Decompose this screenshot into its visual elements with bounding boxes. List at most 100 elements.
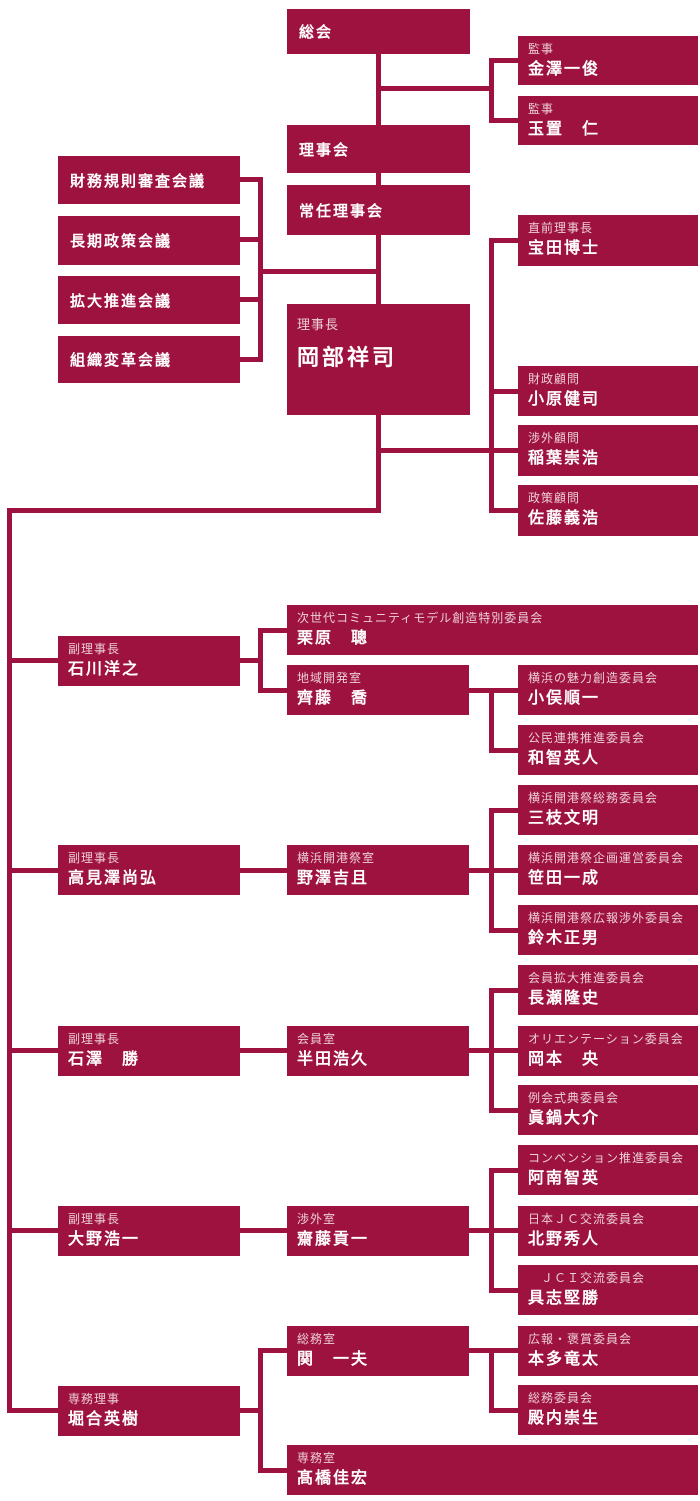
- connector-line: [258, 628, 263, 693]
- org-box-fiscal-advisor: 財政顧問 小原健司: [518, 366, 698, 416]
- committee-label: 総務委員会: [528, 1391, 594, 1405]
- role-label: 政策顧問: [528, 491, 581, 505]
- org-box-vp-4: 副理事長 大野浩一: [58, 1206, 240, 1256]
- committee-label: 横浜開港祭広報渉外委員会: [528, 911, 685, 925]
- org-box-convention-committee: コンベンション推進委員会 阿南智英: [518, 1145, 698, 1195]
- org-box-pr-award-committee: 広報・褒賞委員会 本多竜太: [518, 1326, 698, 1376]
- org-box-public-private-committee: 公民連携推進委員会 和智英人: [518, 725, 698, 775]
- org-box-executive-office: 専務室 髙橋佳宏: [287, 1445, 698, 1495]
- person-name: 関 一夫: [297, 1351, 370, 1368]
- connector-line: [240, 658, 263, 663]
- org-name: 長期政策会議: [70, 233, 173, 250]
- person-name: 堀合英樹: [68, 1411, 141, 1428]
- committee-label: 横浜の魅力創造委員会: [528, 671, 659, 685]
- org-box-general-affairs-office: 総務室 関 一夫: [287, 1326, 469, 1376]
- person-name: 本多竜太: [528, 1351, 601, 1368]
- org-box-finance-rules-council: 財務規則審査会議: [58, 156, 240, 204]
- role-label: 監事: [528, 42, 555, 56]
- person-name: 鈴木正男: [528, 930, 601, 947]
- org-name: 理事会: [299, 141, 351, 159]
- person-name: 長瀬隆史: [528, 990, 601, 1007]
- org-box-vp-3: 副理事長 石澤 勝: [58, 1026, 240, 1076]
- committee-label: 横浜開港祭総務委員会: [528, 791, 659, 805]
- connector-line: [7, 1228, 58, 1233]
- connector-line: [240, 1408, 263, 1413]
- connector-line: [494, 508, 518, 513]
- org-box-standing-board: 常任理事会: [287, 185, 470, 235]
- person-name: 栗原 聰: [297, 630, 370, 647]
- org-box-long-term-policy-council: 長期政策会議: [58, 216, 240, 265]
- person-name: 眞鍋大介: [528, 1110, 601, 1127]
- connector-line: [376, 172, 381, 186]
- office-label: 横浜開港祭室: [297, 851, 376, 865]
- committee-label: オリエンテーション委員会: [528, 1032, 684, 1046]
- connector-line: [7, 1048, 58, 1053]
- person-name: 小原健司: [528, 391, 601, 408]
- role-label: 財政顧問: [528, 372, 581, 386]
- connector-line: [376, 414, 381, 513]
- committee-label: コンベンション推進委員会: [528, 1151, 685, 1165]
- org-box-kaikosai-planning-committee: 横浜開港祭企画運営委員会 笹田一成: [518, 845, 698, 895]
- connector-line: [489, 808, 518, 813]
- org-box-kaikosai-general-affairs-committee: 横浜開港祭総務委員会 三枝文明: [518, 785, 698, 835]
- role-label: 渉外顧問: [528, 431, 581, 445]
- org-box-kaikosai-office: 横浜開港祭室 野澤吉且: [287, 845, 469, 895]
- committee-label: 横浜開港祭企画運営委員会: [528, 851, 685, 865]
- connector-line: [7, 508, 381, 513]
- person-name: 髙橋佳宏: [297, 1470, 370, 1487]
- office-label: 会員室: [297, 1032, 337, 1046]
- org-box-external-affairs-office: 渉外室 齋藤貢一: [287, 1206, 469, 1256]
- org-box-expansion-promotion-council: 拡大推進会議: [58, 276, 240, 324]
- connector-line: [240, 868, 288, 873]
- connector-line: [489, 1168, 518, 1173]
- person-name: 石澤 勝: [68, 1051, 141, 1068]
- connector-line: [494, 389, 518, 394]
- org-box-general-assembly: 総会: [287, 9, 470, 54]
- org-box-next-gen-special-committee: 次世代コミュニティモデル創造特別委員会 栗原 聰: [287, 605, 698, 655]
- connector-line: [489, 988, 494, 1113]
- org-box-vp-1: 副理事長 石川洋之: [58, 636, 240, 686]
- org-box-japan-jc-committee: 日本ＪＣ交流委員会 北野秀人: [518, 1206, 698, 1256]
- role-label: 副理事長: [68, 1212, 121, 1226]
- org-box-policy-advisor: 政策顧問 佐藤義浩: [518, 485, 698, 536]
- org-box-ceremony-committee: 例会式典委員会 眞鍋大介: [518, 1085, 698, 1135]
- person-name: 大野浩一: [68, 1231, 141, 1248]
- connector-line: [489, 688, 494, 753]
- office-label: 渉外室: [297, 1212, 337, 1226]
- connector-line: [489, 808, 494, 933]
- connector-line: [489, 58, 494, 123]
- org-box-president: 理事長 岡部祥司: [287, 304, 470, 415]
- person-name: 金澤一俊: [528, 61, 601, 78]
- connector-line: [489, 928, 518, 933]
- person-name: 岡本 央: [528, 1051, 601, 1068]
- org-box-external-affairs-advisor: 渉外顧問 稲葉崇浩: [518, 425, 698, 476]
- connector-line: [376, 86, 494, 91]
- connector-line: [258, 269, 381, 274]
- person-name: 石川洋之: [68, 661, 141, 678]
- org-name: 財務規則審査会議: [70, 172, 207, 190]
- connector-line: [238, 357, 263, 362]
- connector-line: [494, 448, 518, 453]
- role-label: 専務理事: [68, 1392, 121, 1406]
- connector-line: [258, 1348, 263, 1473]
- committee-label: ＪＣＩ交流委員会: [528, 1271, 646, 1285]
- person-name: 岡部祥司: [297, 345, 398, 370]
- committee-label: 次世代コミュニティモデル創造特別委員会: [297, 611, 544, 625]
- connector-line: [7, 868, 58, 873]
- org-box-jci-committee: ＪＣＩ交流委員会 具志堅勝: [518, 1265, 698, 1315]
- org-name: 総会: [299, 24, 334, 41]
- role-label: 副理事長: [68, 1032, 121, 1046]
- connector-line: [494, 118, 518, 123]
- connector-line: [7, 1408, 58, 1413]
- connector-line: [376, 448, 489, 453]
- connector-line: [7, 658, 58, 663]
- person-name: 玉置 仁: [528, 121, 601, 138]
- connector-line: [7, 508, 12, 1413]
- committee-label: 公民連携推進委員会: [528, 731, 646, 745]
- org-box-general-affairs-committee: 総務委員会 殿内崇生: [518, 1385, 698, 1435]
- role-label: 監事: [528, 102, 555, 116]
- person-name: 野澤吉且: [297, 870, 370, 887]
- org-name: 拡大推進会議: [70, 292, 173, 310]
- org-name: 常任理事会: [299, 202, 385, 220]
